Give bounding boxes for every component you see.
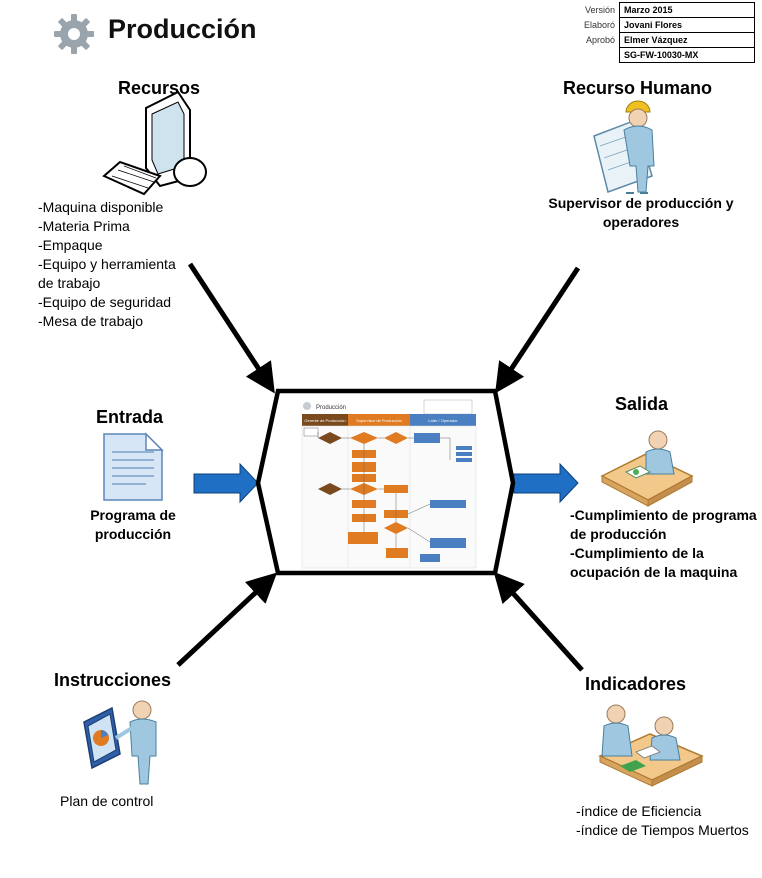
arrow-recurso-humano — [495, 266, 581, 394]
recursos-list: -Maquina disponible -Materia Prima -Empa… — [38, 198, 208, 331]
recursos-title: Recursos — [118, 78, 201, 98]
indicadores-list: -índice de Eficiencia -índice de Tiempos… — [576, 802, 762, 840]
gear-icon — [54, 14, 94, 54]
list-item: -Mesa de trabajo — [38, 313, 144, 329]
thumbnail-title: Producción — [316, 405, 346, 411]
document-icon — [103, 432, 164, 501]
svg-text:Gerente de Producción: Gerente de Producción — [304, 418, 345, 423]
lane-lider — [410, 414, 476, 426]
list-item: -Materia Prima — [38, 218, 130, 234]
entrada-title: Entrada — [96, 407, 164, 427]
computer-icon — [102, 90, 207, 196]
salida-text: -Cumplimiento de programa de producción … — [570, 507, 757, 580]
process-thumbnail: Producción Gerente de Producción Supervi… — [301, 399, 477, 569]
svg-text:Líder / Operador: Líder / Operador — [428, 418, 458, 423]
engineer-icon — [593, 100, 655, 194]
list-item: -Equipo de seguridad — [38, 294, 172, 310]
list-item: -Maquina disponible — [38, 199, 164, 215]
instrucciones-text: Plan de control — [60, 793, 154, 809]
arrow-recursos — [187, 262, 275, 394]
list-item: -Equipo y herramienta — [38, 256, 176, 272]
lane-gerente — [302, 414, 348, 426]
recurso-humano-text: Supervisor de producción y operadores — [548, 195, 734, 230]
arrow-instrucciones — [176, 572, 278, 667]
page-title: Producción — [108, 14, 257, 44]
list-item: de trabajo — [38, 275, 101, 291]
worker-at-desk-icon — [600, 430, 694, 507]
svg-text:Supervisor de Producción: Supervisor de Producción — [356, 418, 402, 423]
arrow-salida — [513, 462, 579, 504]
instrucciones-title: Instrucciones — [54, 670, 172, 690]
list-item: -Empaque — [38, 237, 103, 253]
list-item: -índice de Eficiencia — [576, 803, 702, 819]
lane-supervisor — [348, 414, 410, 426]
arrow-entrada — [193, 462, 259, 504]
arrow-indicadores — [493, 571, 584, 672]
recurso-humano-title: Recurso Humano — [563, 78, 713, 98]
salida-title: Salida — [615, 394, 669, 414]
list-item: -índice de Tiempos Muertos — [576, 822, 749, 838]
indicadores-title: Indicadores — [585, 674, 687, 694]
presenter-icon — [83, 700, 157, 785]
entrada-text: Programa de producción — [90, 507, 176, 542]
meeting-icon — [598, 704, 704, 787]
meta-row-code: SG-FW-10030-MX — [580, 47, 756, 63]
